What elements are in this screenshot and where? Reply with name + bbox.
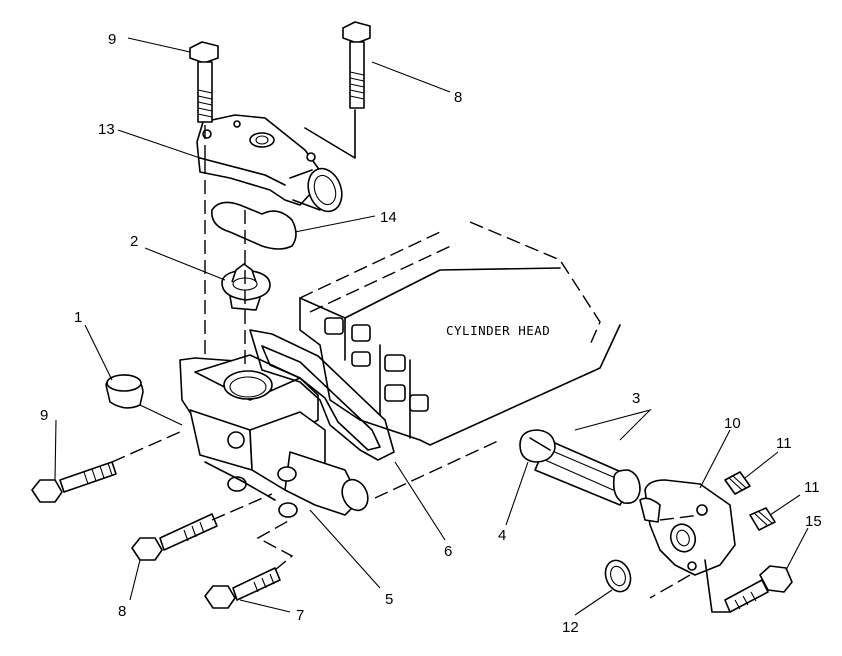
callout-9-upper: 9	[108, 31, 116, 48]
thermostat	[221, 263, 271, 311]
set-screw-lower	[749, 507, 776, 531]
leader-lines	[54, 37, 809, 616]
callout-1: 1	[74, 309, 82, 326]
bolt-15	[724, 565, 793, 613]
callout-7: 7	[296, 607, 304, 624]
bolt-8-lower	[131, 513, 218, 561]
alignment-lines	[111, 109, 731, 613]
housing-gasket	[249, 329, 395, 461]
callout-5: 5	[385, 591, 393, 608]
thermostat-cover	[196, 114, 343, 213]
coolant-hose	[519, 429, 636, 506]
callout-2: 2	[130, 233, 138, 250]
callout-14: 14	[380, 209, 397, 226]
plug	[105, 374, 144, 409]
set-screw-upper	[724, 471, 751, 495]
bolt-7	[204, 567, 281, 609]
callout-8-lower: 8	[118, 603, 126, 620]
o-ring-washer	[604, 559, 632, 593]
bolt-9-upper	[189, 41, 219, 123]
callout-3: 3	[632, 390, 640, 407]
callout-9-lower: 9	[40, 407, 48, 424]
callout-10: 10	[724, 415, 741, 432]
bolt-9-lower	[31, 461, 117, 503]
cylinder-head-label: CYLINDER HEAD	[446, 323, 550, 338]
hose-clamp	[612, 469, 641, 505]
cover-gasket	[211, 201, 297, 250]
callout-15: 15	[805, 513, 822, 530]
callout-13: 13	[98, 121, 115, 138]
callout-8-upper: 8	[454, 89, 462, 106]
callout-6: 6	[444, 543, 452, 560]
callout-4: 4	[498, 527, 506, 544]
cylinder-head	[299, 221, 621, 446]
callout-11-upper: 11	[776, 435, 792, 452]
callout-12: 12	[562, 619, 579, 636]
bolt-8-upper	[342, 21, 371, 109]
callout-11-lower: 11	[804, 479, 820, 496]
elbow-fitting	[639, 479, 736, 576]
